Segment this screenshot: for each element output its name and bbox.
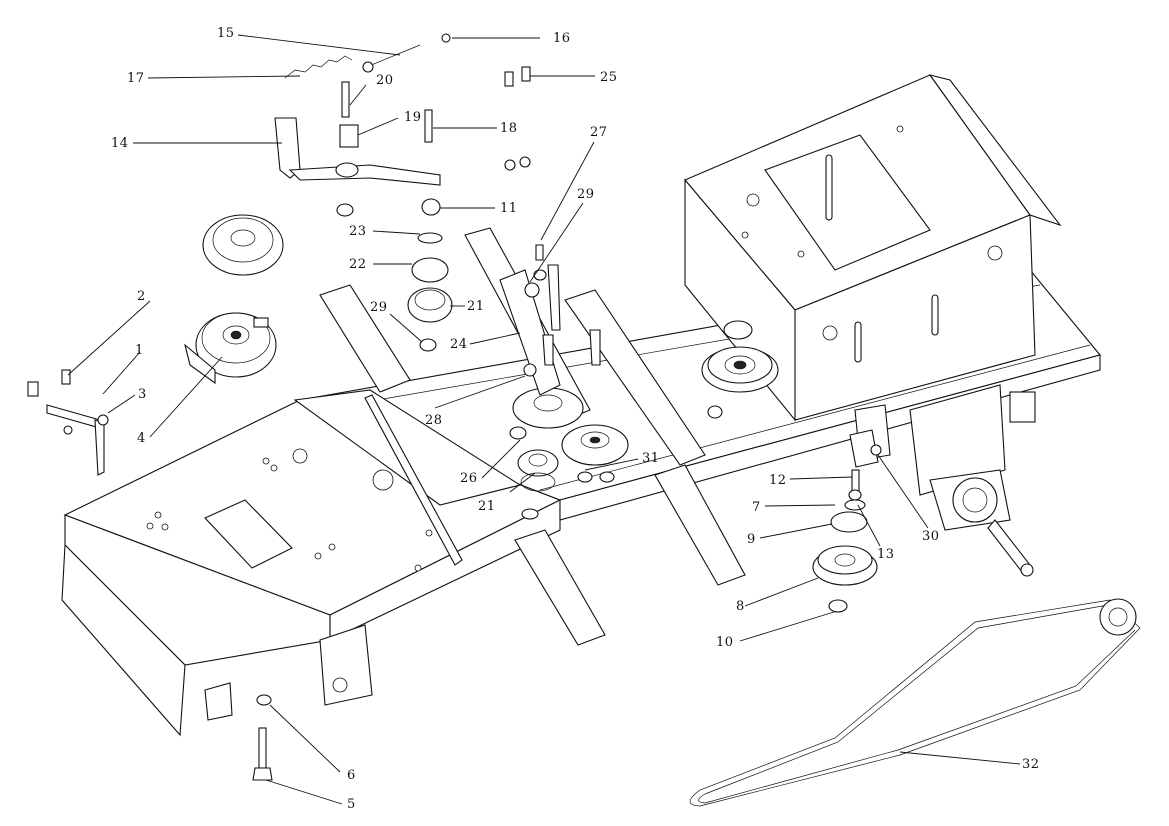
callout-10: 10 bbox=[716, 635, 734, 650]
idler-pulley-stack bbox=[812, 429, 882, 613]
callout-24: 24 bbox=[450, 337, 468, 352]
idler-arm bbox=[499, 244, 601, 396]
callout-7: 7 bbox=[752, 500, 761, 515]
callout-6: 6 bbox=[347, 768, 356, 783]
callout-14: 14 bbox=[111, 136, 129, 151]
callout-28: 28 bbox=[425, 413, 443, 428]
callout-18: 18 bbox=[500, 121, 518, 136]
frame-bolt bbox=[252, 694, 273, 781]
callout-19: 19 bbox=[404, 110, 422, 125]
callout-26: 26 bbox=[460, 471, 478, 486]
callout-4: 4 bbox=[137, 431, 146, 446]
brake-linkage bbox=[274, 33, 531, 186]
callout-22: 22 bbox=[349, 257, 367, 272]
callout-15: 15 bbox=[217, 26, 235, 41]
callout-30: 30 bbox=[922, 529, 940, 544]
frame-pulleys bbox=[509, 320, 779, 520]
bushings bbox=[336, 198, 547, 352]
callout-32: 32 bbox=[1022, 757, 1040, 772]
callout-3: 3 bbox=[138, 387, 147, 402]
callout-2: 2 bbox=[137, 289, 146, 304]
callout-11: 11 bbox=[500, 201, 518, 216]
callout-23: 23 bbox=[349, 224, 367, 239]
drive-belt bbox=[689, 598, 1141, 807]
callout-13: 13 bbox=[877, 547, 895, 562]
pto-clutch bbox=[184, 214, 284, 385]
callout-29-top: 29 bbox=[577, 187, 595, 202]
belt-guide-bracket bbox=[27, 369, 109, 476]
callout-16: 16 bbox=[553, 31, 571, 46]
callout-29-left: 29 bbox=[370, 300, 388, 315]
callout-labels: 15 16 17 25 20 19 18 14 27 29 11 23 22 2… bbox=[111, 26, 1040, 812]
leader-lines bbox=[67, 34, 1021, 805]
callout-20: 20 bbox=[376, 73, 394, 88]
callout-8: 8 bbox=[736, 599, 745, 614]
callout-21-bottom: 21 bbox=[478, 499, 496, 514]
callout-1: 1 bbox=[135, 343, 144, 358]
callout-21-top: 21 bbox=[467, 299, 485, 314]
callout-17: 17 bbox=[127, 71, 145, 86]
callout-25: 25 bbox=[600, 70, 618, 85]
callout-27: 27 bbox=[590, 125, 608, 140]
callout-12: 12 bbox=[769, 473, 787, 488]
callout-9: 9 bbox=[747, 532, 756, 547]
callout-31: 31 bbox=[642, 451, 660, 466]
callout-5: 5 bbox=[347, 797, 356, 812]
